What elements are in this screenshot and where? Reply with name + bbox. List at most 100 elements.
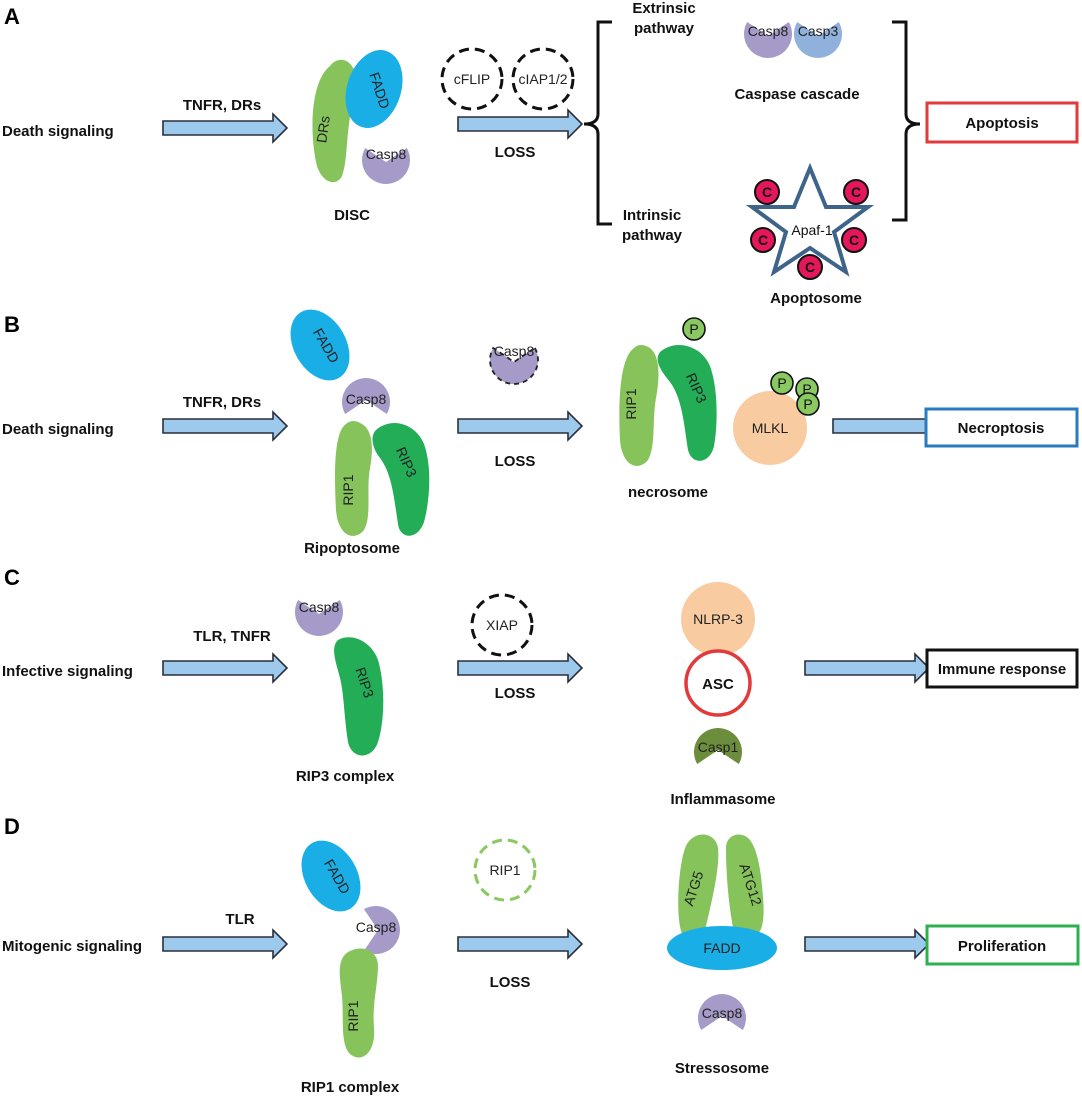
immune-response-box [925, 648, 1079, 689]
panel-c-loss: LOSS [495, 685, 536, 702]
panel-a-receptor: TNFR, DRs [183, 97, 261, 114]
asc-label: ASC [702, 676, 734, 693]
stressosome-fadd-label: FADD [703, 940, 740, 956]
cascade-casp8-label: Casp8 [748, 23, 789, 39]
panel-a-signal-arrow [162, 113, 288, 143]
panel-c: C Infective signaling TLR, TNFR Casp8 RI… [2, 565, 1079, 808]
panel-a-signal: Death signaling [2, 123, 114, 140]
asc-protein [684, 649, 752, 717]
xiap-loss-circle [470, 593, 534, 657]
panel-d-signal: Mitogenic signaling [2, 938, 142, 955]
casp8-label: Casp8 [299, 599, 340, 615]
casp8-label: Casp8 [346, 391, 387, 407]
panel-d: D Mitogenic signaling TLR FADD Casp8 RIP… [2, 814, 1080, 1096]
nlrp3-label: NLRP-3 [693, 611, 743, 627]
casp8-label: Casp8 [356, 919, 397, 935]
caspase-c-label: C [762, 184, 772, 200]
apaf1-star [745, 162, 875, 277]
panel-c-receptor: TLR, TNFR [193, 628, 271, 645]
panel-a-letter: A [4, 4, 20, 29]
phosphate-group: P P P P [682, 317, 820, 416]
pathway-bracket-left [583, 20, 612, 226]
cflip-loss-circle [440, 47, 504, 111]
phosphate-label: P [777, 375, 786, 391]
atg12-protein [726, 834, 764, 940]
drs-protein [312, 59, 357, 183]
extrinsic-line2: pathway [634, 20, 695, 37]
apoptosome-label: Apoptosome [770, 290, 862, 307]
panel-c-letter: C [4, 565, 20, 590]
fadd-protein [345, 50, 403, 128]
caspase-c-label: C [758, 232, 768, 248]
caspase-circle [797, 254, 823, 280]
necrosome-label: necrosome [628, 484, 708, 501]
panel-d-receptor: TLR [225, 911, 254, 928]
fadd-protein [290, 309, 350, 381]
phosphate-circle [796, 392, 820, 416]
phosphate-label: P [803, 396, 812, 412]
panel-b-loss: LOSS [495, 453, 536, 470]
caspase-c-label: C [849, 232, 859, 248]
cascade-casp3-label: Casp3 [798, 23, 839, 39]
phosphate-label: P [689, 321, 698, 337]
inflammasome-label: Inflammasome [670, 791, 775, 808]
casp1-label: Casp1 [698, 739, 739, 755]
ciap-label: cIAP1/2 [518, 71, 567, 87]
panel-b-receptor: TNFR, DRs [183, 394, 261, 411]
caspase-circle [841, 227, 867, 253]
fadd-protein [301, 840, 361, 912]
intrinsic-line2: pathway [622, 227, 683, 244]
atg5-protein [678, 834, 719, 943]
ciap-loss-circle [511, 47, 575, 111]
panel-d-loss: LOSS [490, 974, 531, 991]
panel-d-loss-arrow [457, 929, 583, 959]
necrosome-rip1-protein [619, 345, 659, 466]
panel-b-signal-arrow [162, 411, 288, 441]
cflip-label: cFLIP [454, 71, 491, 87]
apaf1-label: Apaf-1 [791, 222, 832, 238]
phosphate-label: P [802, 381, 811, 397]
rip1-protein [335, 421, 372, 536]
panel-d-letter: D [4, 814, 20, 839]
panel-c-signal-arrow [162, 653, 288, 683]
panel-a-complex: DISC [334, 207, 370, 224]
panel-c-signal: Infective signaling [2, 663, 133, 680]
rip1-label: RIP1 [340, 474, 356, 505]
rip1-label: RIP1 [345, 1000, 361, 1031]
rip1-loss-label: RIP1 [489, 862, 520, 878]
mlkl-label: MLKL [752, 420, 789, 436]
phosphate-circle [682, 317, 706, 341]
mlkl-protein [733, 391, 807, 465]
stressosome-label: Stressosome [675, 1060, 769, 1077]
rip3-protein [372, 422, 430, 536]
necroptosis-label: Necroptosis [958, 420, 1045, 437]
rip1-protein [339, 948, 378, 1058]
panel-c-complex: RIP3 complex [296, 768, 395, 785]
casp8-loss-label: Casp8 [494, 343, 535, 359]
panel-b-complex: Ripoptosome [304, 540, 400, 557]
xiap-label: XIAP [486, 617, 518, 633]
panel-a-loss-arrow [457, 109, 583, 139]
apoptosis-label: Apoptosis [965, 115, 1038, 132]
nlrp3-protein [681, 582, 755, 656]
intrinsic-line1: Intrinsic [623, 207, 681, 224]
caspase-cascade-label: Caspase cascade [734, 86, 859, 103]
pathway-bracket-right [892, 20, 921, 222]
panel-d-complex: RIP1 complex [301, 1079, 400, 1096]
caspase-circle [843, 179, 869, 205]
panel-d-signal-arrow [162, 929, 288, 959]
proliferation-label: Proliferation [958, 938, 1046, 955]
caspase-c-label: C [805, 259, 815, 275]
extrinsic-line1: Extrinsic [632, 0, 695, 17]
casp8-label: Casp8 [366, 146, 407, 162]
apoptosis-box [925, 101, 1079, 144]
panel-a-loss: LOSS [495, 144, 536, 161]
panel-c-loss-arrow [457, 653, 583, 683]
apoptosome-caspases: C C C C C [750, 179, 869, 280]
rip3-protein [334, 637, 384, 756]
panel-c-outcome-arrow [804, 653, 930, 683]
proliferation-box [925, 924, 1080, 966]
immune-response-label: Immune response [938, 661, 1066, 678]
panel-b-loss-arrow [457, 411, 583, 441]
